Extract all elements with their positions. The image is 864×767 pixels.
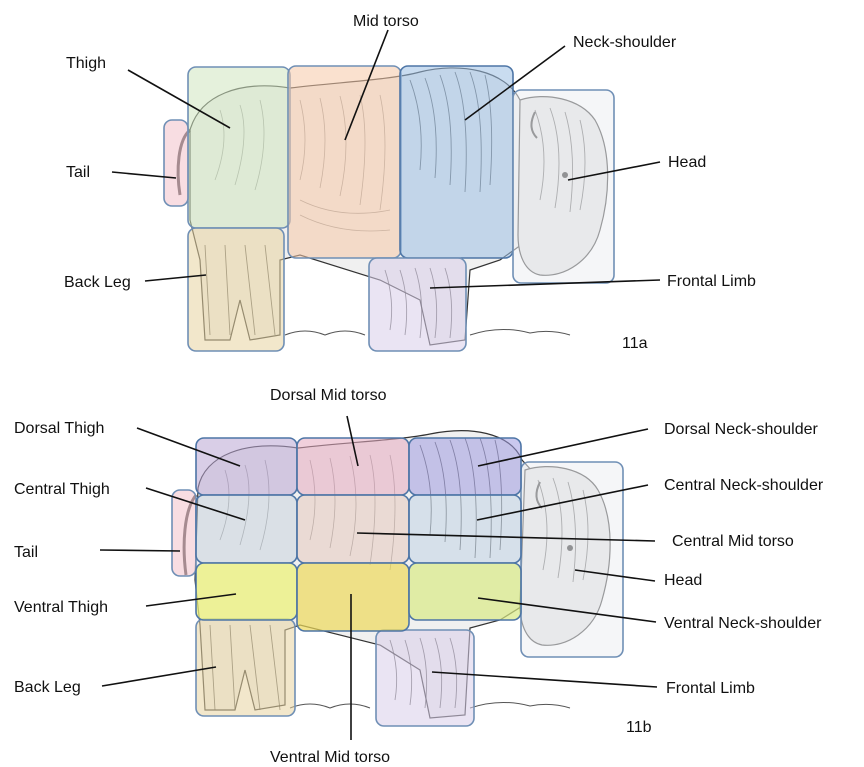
label-frontal-limb-11a: Frontal Limb: [667, 273, 756, 290]
label-neck-shoulder: Neck-shoulder: [573, 34, 677, 51]
region-central-mid-torso: [297, 495, 409, 563]
label-central-mid-torso: Central Mid torso: [672, 533, 794, 550]
region-frontal-limb-11b: [376, 630, 474, 726]
region-back-leg: [188, 228, 284, 351]
label-dorsal-thigh: Dorsal Thigh: [14, 420, 104, 437]
caption-11b: 11b: [626, 719, 652, 736]
panel-11a: Thigh Mid torso Neck-shoulder Tail Head …: [64, 13, 756, 352]
label-tail-11b: Tail: [14, 544, 38, 561]
label-ventral-thigh: Ventral Thigh: [14, 599, 108, 616]
region-ventral-neck-shoulder: [409, 563, 521, 620]
regions-11a: [164, 66, 614, 351]
region-frontal-limb: [369, 258, 466, 351]
caption-11a: 11a: [622, 335, 648, 352]
panel-11b: Dorsal Mid torso Dorsal Thigh Dorsal Nec…: [14, 387, 824, 766]
label-back-leg-11a: Back Leg: [64, 274, 131, 291]
label-thigh: Thigh: [66, 55, 106, 72]
region-ventral-thigh: [196, 563, 297, 620]
label-back-leg-11b: Back Leg: [14, 679, 81, 696]
label-tail-11a: Tail: [66, 164, 90, 181]
label-head-11b: Head: [664, 572, 702, 589]
label-frontal-limb-11b: Frontal Limb: [666, 680, 755, 697]
label-dorsal-mid-torso: Dorsal Mid torso: [270, 387, 387, 404]
label-head-11a: Head: [668, 154, 706, 171]
region-thigh: [188, 67, 290, 228]
label-dorsal-neck-shoulder: Dorsal Neck-shoulder: [664, 421, 819, 438]
region-head-11b: [521, 462, 623, 657]
label-ventral-neck-shoulder: Ventral Neck-shoulder: [664, 615, 822, 632]
regions-11b: [172, 438, 623, 726]
label-mid-torso: Mid torso: [353, 13, 419, 30]
region-dorsal-thigh: [196, 438, 297, 495]
region-tail: [164, 120, 188, 206]
label-ventral-mid-torso: Ventral Mid torso: [270, 749, 390, 766]
region-head: [513, 90, 614, 283]
region-dorsal-neck-shoulder: [409, 438, 521, 495]
region-central-neck-shoulder: [409, 495, 521, 563]
region-ventral-mid-torso: [297, 563, 409, 631]
region-mid-torso: [288, 66, 401, 258]
region-neck-shoulder: [400, 66, 513, 258]
label-central-neck-shoulder: Central Neck-shoulder: [664, 477, 824, 494]
leader-tail-11b: [100, 550, 180, 551]
region-central-thigh: [196, 495, 297, 563]
label-central-thigh: Central Thigh: [14, 481, 110, 498]
